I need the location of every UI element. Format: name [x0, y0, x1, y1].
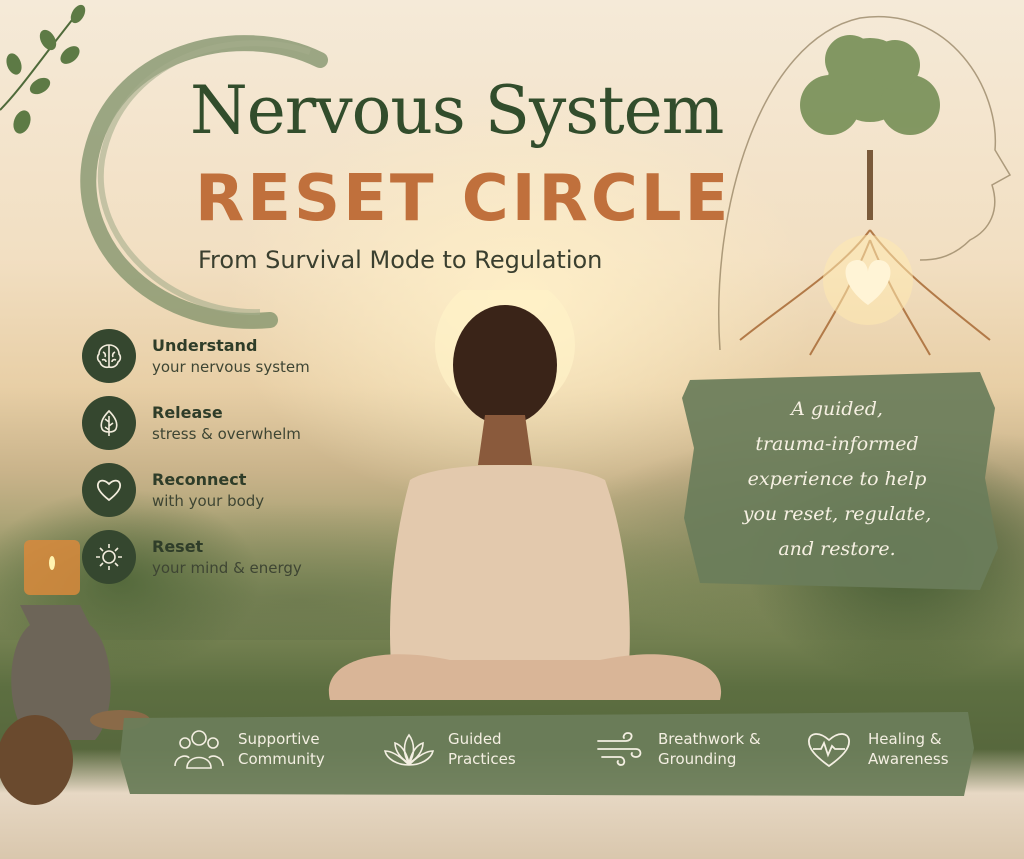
branch-icon [0, 4, 86, 134]
pillars-list: Understand your nervous system Release s… [82, 328, 310, 596]
tagline-text: A guided, trauma-informed experience to … [712, 392, 962, 567]
pillar-sub: with your body [152, 492, 265, 510]
wind-icon [592, 724, 646, 774]
community-icon [172, 724, 226, 774]
tagline-line: experience to help [747, 468, 927, 490]
feature-community: Supportive Community [172, 724, 356, 774]
feature-line: Community [238, 750, 325, 768]
heartbeat-icon [802, 724, 856, 774]
tagline-line: and restore. [778, 538, 896, 560]
pillar-sub: your nervous system [152, 358, 310, 376]
features-list: Supportive Community Guided Practices Br… [172, 724, 1012, 774]
feature-line: Practices [448, 750, 516, 768]
title-line2: RESET CIRCLE [195, 162, 732, 236]
sun-icon [82, 530, 136, 584]
heart-icon [82, 463, 136, 517]
pillar-reconnect: Reconnect with your body [82, 462, 310, 518]
feature-line: Supportive [238, 730, 320, 748]
subtitle: From Survival Mode to Regulation [198, 246, 603, 274]
lotus-icon [382, 724, 436, 774]
feature-line: Awareness [868, 750, 949, 768]
pillar-understand: Understand your nervous system [82, 328, 310, 384]
feature-line: Breathwork & [658, 730, 761, 748]
meditating-person [328, 290, 722, 700]
leaf-icon [82, 396, 136, 450]
candle-vase-icon [0, 540, 150, 805]
pillar-heading: Reconnect [152, 470, 247, 489]
tagline-brush [682, 372, 998, 590]
feature-practices: Guided Practices [382, 724, 566, 774]
pillar-release: Release stress & overwhelm [82, 395, 310, 451]
features-banner [120, 712, 974, 796]
feature-breathwork: Breathwork & Grounding [592, 724, 776, 774]
tree-head-icon [718, 15, 1012, 356]
feature-line: Healing & [868, 730, 942, 748]
pillar-sub: stress & overwhelm [152, 425, 301, 443]
pillar-heading: Understand [152, 336, 258, 355]
pillar-sub: your mind & energy [152, 559, 302, 577]
feature-healing: Healing & Awareness [802, 724, 986, 774]
title-line1: Nervous System [190, 72, 724, 149]
feature-line: Grounding [658, 750, 737, 768]
tagline-line: trauma-informed [755, 433, 919, 455]
tagline-line: you reset, regulate, [742, 503, 932, 525]
tagline-line: A guided, [791, 398, 883, 420]
pillar-reset: Reset your mind & energy [82, 529, 310, 585]
brain-icon [82, 329, 136, 383]
pillar-heading: Reset [152, 537, 204, 556]
feature-line: Guided [448, 730, 502, 748]
pillar-heading: Release [152, 403, 223, 422]
enso-circle-icon [80, 35, 328, 329]
